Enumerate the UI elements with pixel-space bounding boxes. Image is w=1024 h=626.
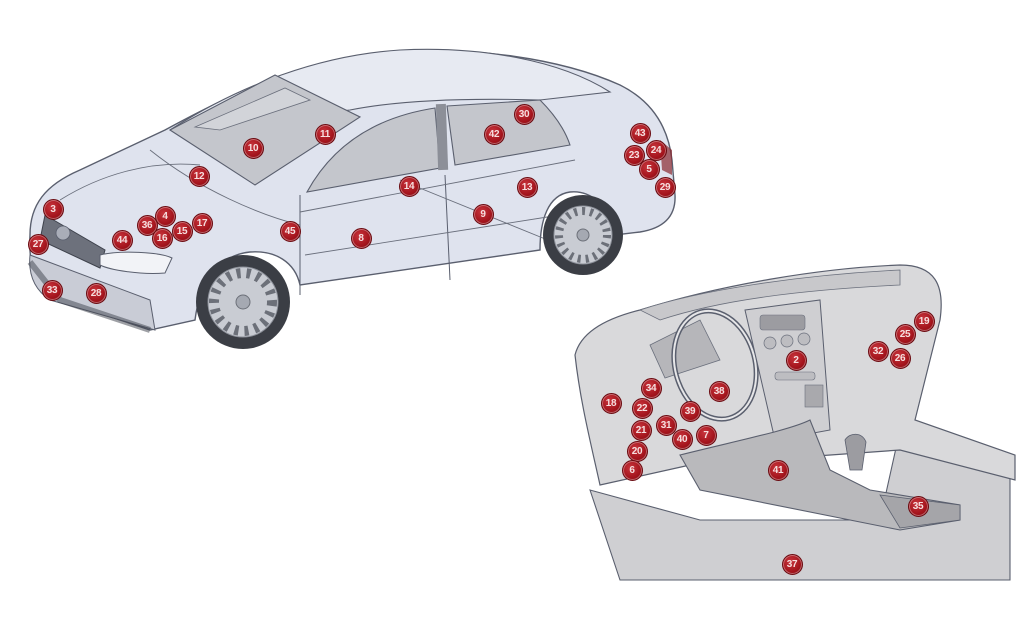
callout-marker-12[interactable]: 12 xyxy=(188,165,210,187)
callout-marker-2[interactable]: 2 xyxy=(785,349,807,371)
callout-marker-30[interactable]: 30 xyxy=(513,103,535,125)
callout-marker-6[interactable]: 6 xyxy=(621,459,643,481)
callout-marker-25[interactable]: 25 xyxy=(894,323,916,345)
brand-logo xyxy=(55,225,71,241)
callout-marker-11[interactable]: 11 xyxy=(314,123,336,145)
callout-marker-20[interactable]: 20 xyxy=(626,440,648,462)
callout-marker-14[interactable]: 14 xyxy=(398,175,420,197)
callout-marker-38[interactable]: 38 xyxy=(708,380,730,402)
headlight xyxy=(99,251,173,274)
callout-marker-36[interactable]: 36 xyxy=(136,214,158,236)
rear-wheel xyxy=(543,195,623,275)
callout-marker-22[interactable]: 22 xyxy=(631,397,653,419)
callout-marker-40[interactable]: 40 xyxy=(671,428,693,450)
windshield xyxy=(168,74,362,186)
callout-marker-32[interactable]: 32 xyxy=(867,340,889,362)
callout-marker-45[interactable]: 45 xyxy=(279,220,301,242)
callout-marker-29[interactable]: 29 xyxy=(654,176,676,198)
front-side-window xyxy=(305,107,441,193)
callout-marker-18[interactable]: 18 xyxy=(600,392,622,414)
callout-marker-19[interactable]: 19 xyxy=(913,310,935,332)
callout-marker-24[interactable]: 24 xyxy=(645,139,667,161)
callout-marker-31[interactable]: 31 xyxy=(655,414,677,436)
front-grille xyxy=(39,214,106,269)
callout-marker-44[interactable]: 44 xyxy=(111,229,133,251)
callout-marker-8[interactable]: 8 xyxy=(350,227,372,249)
gear-shifter xyxy=(844,433,867,471)
callout-marker-33[interactable]: 33 xyxy=(41,279,63,301)
front-wheel xyxy=(196,255,290,349)
callout-marker-15[interactable]: 15 xyxy=(171,220,193,242)
rear-side-window xyxy=(446,99,571,166)
callout-marker-27[interactable]: 27 xyxy=(27,233,49,255)
callout-marker-17[interactable]: 17 xyxy=(191,212,213,234)
callout-marker-23[interactable]: 23 xyxy=(623,144,645,166)
callout-marker-37[interactable]: 37 xyxy=(781,553,803,575)
callout-marker-43[interactable]: 43 xyxy=(629,122,651,144)
callout-marker-5[interactable]: 5 xyxy=(638,158,660,180)
callout-marker-34[interactable]: 34 xyxy=(640,377,662,399)
callout-marker-21[interactable]: 21 xyxy=(630,419,652,441)
callout-marker-3[interactable]: 3 xyxy=(42,198,64,220)
callout-marker-35[interactable]: 35 xyxy=(907,495,929,517)
callout-marker-41[interactable]: 41 xyxy=(767,459,789,481)
callout-marker-10[interactable]: 10 xyxy=(242,137,264,159)
callout-marker-13[interactable]: 13 xyxy=(516,176,538,198)
callout-marker-9[interactable]: 9 xyxy=(472,203,494,225)
callout-marker-16[interactable]: 16 xyxy=(151,227,173,249)
callout-marker-7[interactable]: 7 xyxy=(695,424,717,446)
callout-marker-28[interactable]: 28 xyxy=(85,282,107,304)
callout-marker-26[interactable]: 26 xyxy=(889,347,911,369)
callout-marker-4[interactable]: 4 xyxy=(154,205,176,227)
callout-marker-42[interactable]: 42 xyxy=(483,123,505,145)
callout-marker-39[interactable]: 39 xyxy=(679,400,701,422)
